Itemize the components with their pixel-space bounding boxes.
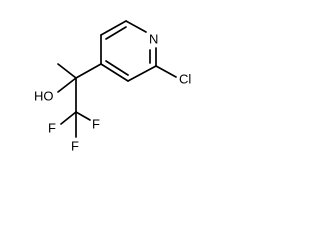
bond-c6-c5 [127,65,157,82]
hydroxyl-label: HO [34,88,54,103]
chemical-structure: N Cl HO F F F [34,20,191,153]
chlorine-label: Cl [179,71,191,86]
nitrogen-label: N [149,31,158,46]
bond-c3-c2 [100,20,127,36]
fluorine-left-label: F [48,120,56,135]
bond-cf3-f-right [75,111,91,121]
fluorine-right-label: F [92,116,100,131]
bond-c6-cl [155,65,177,78]
pyridine-ring [100,20,157,82]
bond-c2-n [125,20,147,33]
fluorine-bottom-label: F [71,138,79,153]
bond-quaternary-methyl [57,63,77,79]
bond-c5-c4-double [105,60,129,76]
bond-c5-c4 [100,63,129,82]
bond-c3-c2-double [105,26,127,40]
bond-quaternary-oh [57,77,77,93]
bond-cf3-f-left [60,111,77,125]
bond-ring-quaternary-carbon [75,63,102,79]
